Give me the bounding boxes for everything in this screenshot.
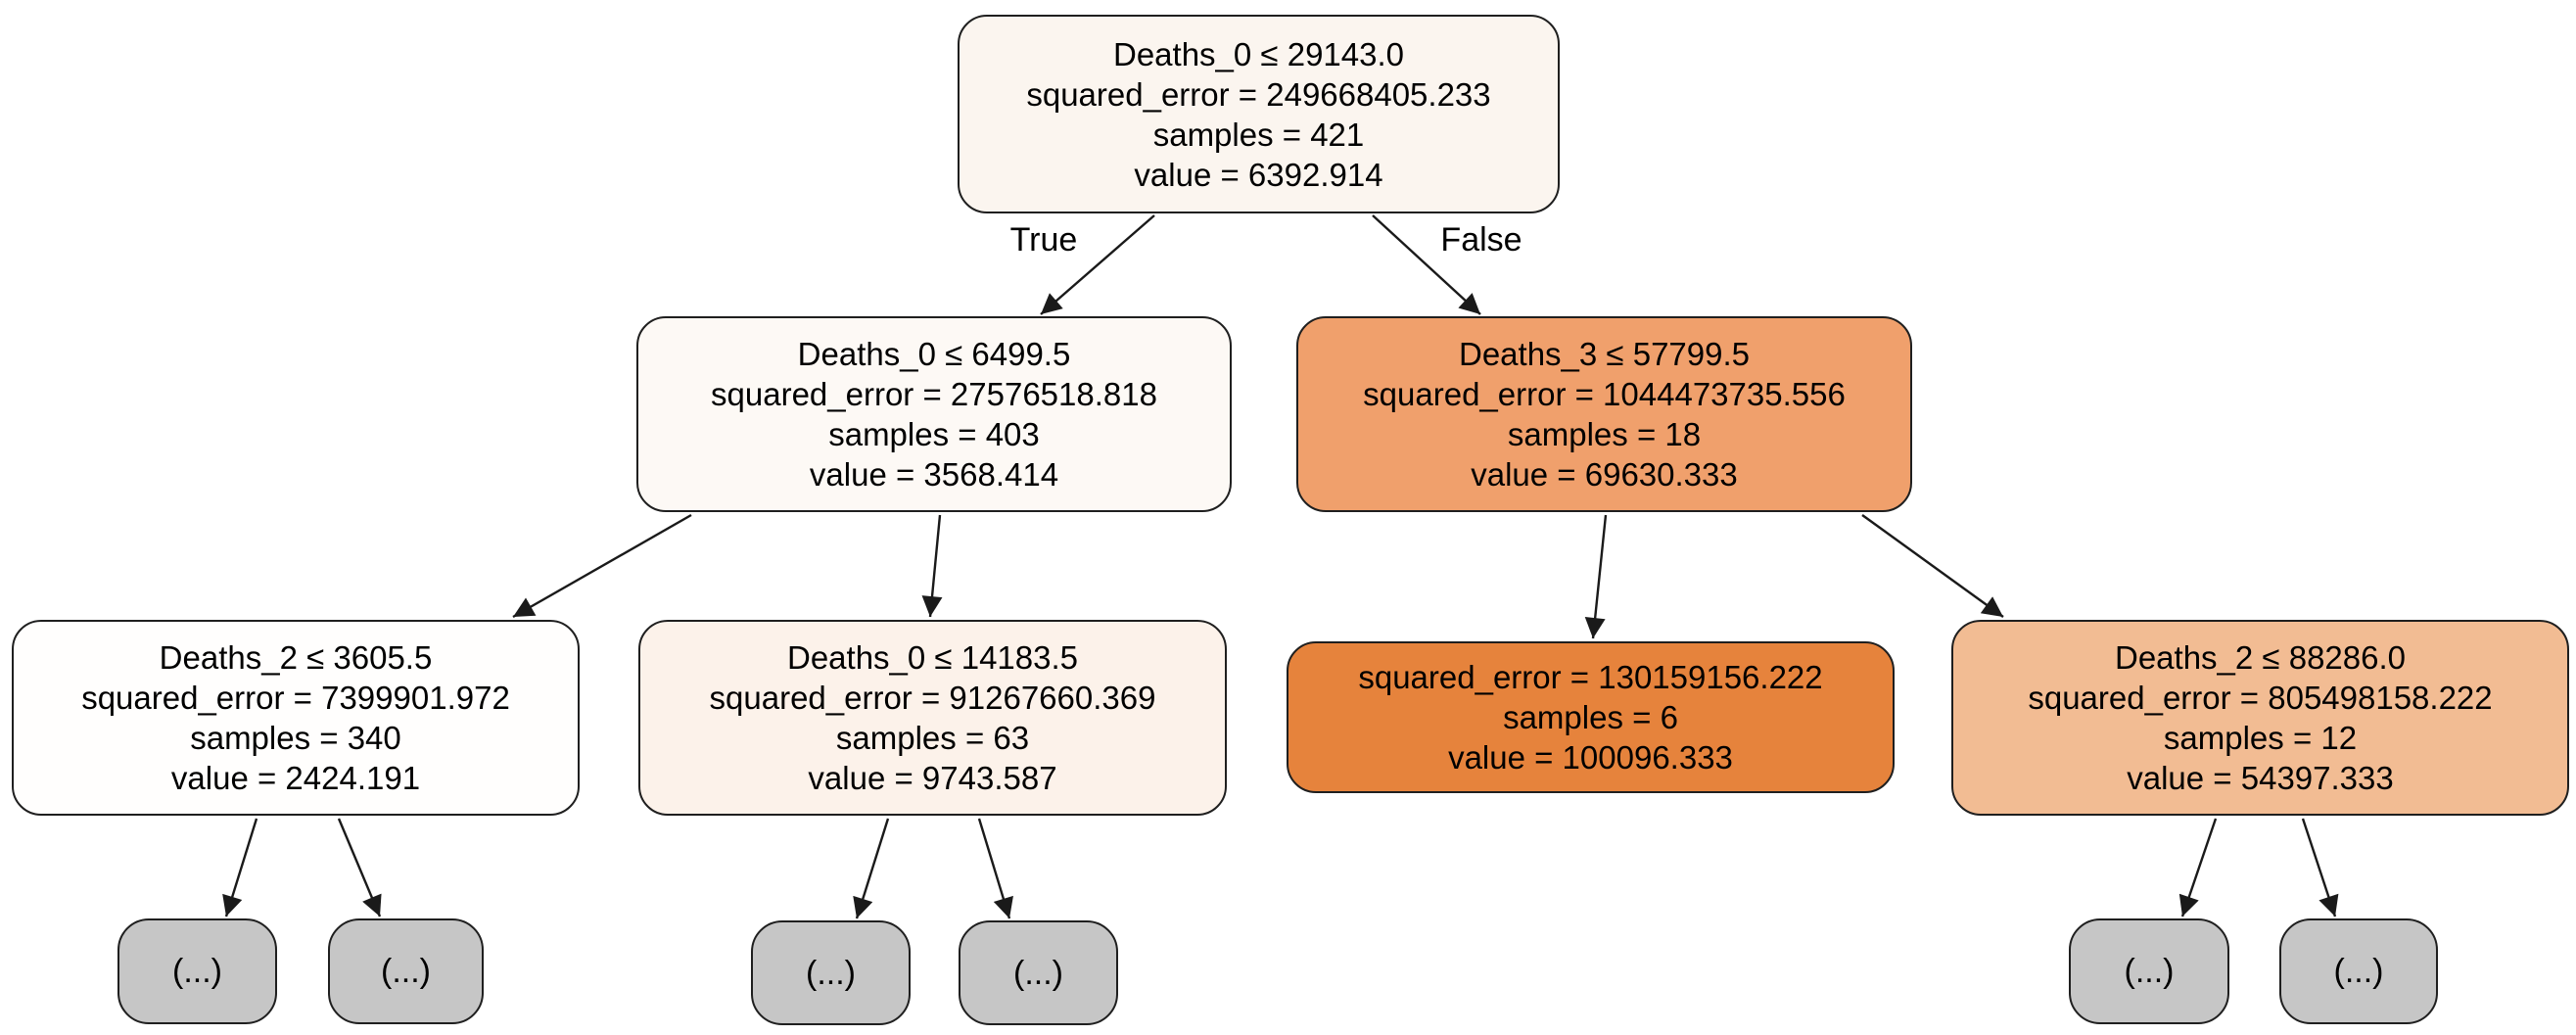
samples-line: samples = 421	[1152, 116, 1365, 153]
squared-error-line: squared_error = 249668405.233	[1026, 75, 1491, 113]
split-condition: Deaths_3 ≤ 57799.5	[1459, 336, 1750, 372]
value-line: value = 69630.333	[1471, 456, 1738, 493]
samples-line: samples = 340	[190, 720, 401, 756]
pruned-subtree-node: (...)	[117, 918, 277, 1024]
pruned-subtree-node: (...)	[328, 918, 484, 1024]
root-node: Deaths_0 ≤ 29143.0 squared_error = 24966…	[958, 15, 1560, 213]
pruned-subtree-node: (...)	[751, 920, 911, 1025]
squared-error-line: squared_error = 7399901.972	[81, 680, 510, 716]
samples-line: samples = 6	[1503, 699, 1678, 735]
pruned-placeholder: (...)	[2124, 953, 2175, 990]
edge-label-false: False	[1440, 221, 1522, 259]
edge-d2b-to-pruned4	[977, 818, 1013, 919]
edge-d2a-to-pruned1	[222, 818, 258, 917]
edge-d2d-to-pruned5	[2178, 818, 2218, 917]
pruned-placeholder: (...)	[172, 953, 222, 990]
squared-error-line: squared_error = 1044473735.556	[1363, 376, 1846, 412]
edge-d2a-to-pruned2	[337, 818, 382, 917]
value-line: value = 9743.587	[808, 760, 1057, 796]
pruned-placeholder: (...)	[1013, 954, 1063, 992]
edge-d2b-to-pruned3	[853, 818, 890, 919]
leaf-node-depth2-c: squared_error = 130159156.222 samples = …	[1287, 641, 1895, 793]
split-condition: Deaths_0 ≤ 6499.5	[797, 336, 1071, 372]
edge-d1right-to-d2d	[1861, 514, 2004, 618]
split-condition: Deaths_0 ≤ 14183.5	[787, 639, 1078, 676]
edge-root-true	[1040, 214, 1155, 315]
squared-error-line: squared_error = 91267660.369	[709, 680, 1156, 716]
internal-node-depth2-b: Deaths_0 ≤ 14183.5 squared_error = 91267…	[638, 620, 1227, 816]
pruned-placeholder: (...)	[381, 953, 431, 990]
split-condition: Deaths_2 ≤ 3605.5	[159, 639, 433, 676]
edge-root-false	[1372, 214, 1481, 315]
pruned-subtree-node: (...)	[2279, 918, 2438, 1024]
internal-node-depth1-left: Deaths_0 ≤ 6499.5 squared_error = 275765…	[636, 316, 1232, 512]
internal-node-depth2-a: Deaths_2 ≤ 3605.5 squared_error = 739990…	[12, 620, 580, 816]
samples-line: samples = 63	[835, 720, 1030, 756]
value-line: value = 100096.333	[1448, 739, 1733, 776]
squared-error-line: squared_error = 130159156.222	[1358, 659, 1823, 695]
internal-node-depth2-d: Deaths_2 ≤ 88286.0 squared_error = 80549…	[1951, 620, 2569, 816]
samples-line: samples = 403	[828, 416, 1040, 452]
split-condition: Deaths_2 ≤ 88286.0	[2115, 639, 2406, 676]
pruned-subtree-node: (...)	[959, 920, 1118, 1025]
pruned-placeholder: (...)	[806, 954, 856, 992]
squared-error-line: squared_error = 27576518.818	[711, 376, 1157, 412]
samples-line: samples = 18	[1507, 416, 1702, 452]
samples-line: samples = 12	[2163, 720, 2358, 756]
edge-d2d-to-pruned6	[2301, 818, 2339, 917]
edge-label-true: True	[1009, 221, 1078, 259]
value-line: value = 6392.914	[1134, 156, 1383, 193]
edge-d1left-to-d2a	[512, 513, 692, 619]
squared-error-line: squared_error = 805498158.222	[2028, 680, 2493, 716]
split-condition: Deaths_0 ≤ 29143.0	[1113, 35, 1404, 72]
pruned-placeholder: (...)	[2333, 953, 2384, 990]
value-line: value = 54397.333	[2127, 760, 2394, 796]
value-line: value = 2424.191	[170, 760, 421, 796]
internal-node-depth1-right: Deaths_3 ≤ 57799.5 squared_error = 10444…	[1296, 316, 1912, 512]
edge-d1left-to-d2b	[921, 514, 943, 618]
value-line: value = 3568.414	[809, 456, 1059, 493]
edge-d1right-to-d2c	[1584, 514, 1608, 639]
pruned-subtree-node: (...)	[2069, 918, 2229, 1024]
